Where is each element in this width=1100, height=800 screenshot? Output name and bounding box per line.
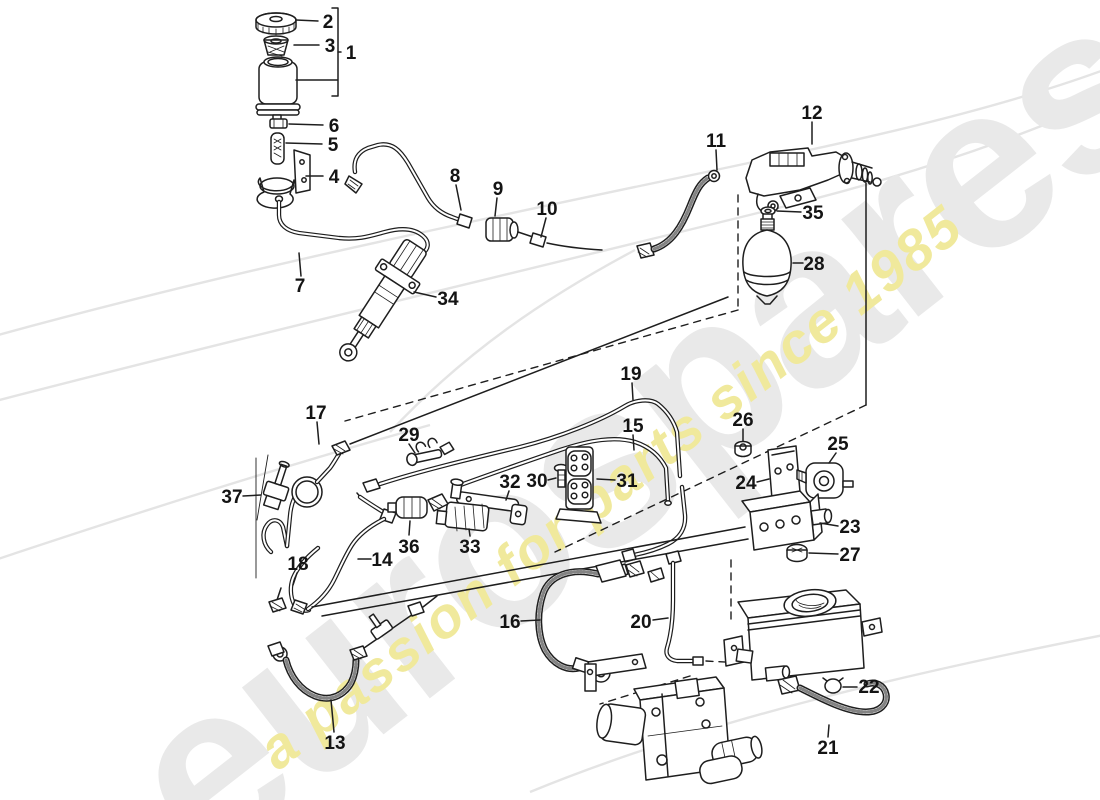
callout-label-26: 26	[732, 410, 753, 431]
part-fastener-29	[406, 437, 455, 467]
part-pipe-17	[261, 296, 729, 555]
part-hose-11	[636, 169, 721, 259]
part-reservoir-body	[255, 56, 301, 127]
callout-label-29: 29	[398, 425, 419, 446]
leader-lines	[242, 19, 858, 738]
swoosh-curve	[389, 248, 636, 433]
part-valve-25	[796, 462, 854, 499]
callout-label-16: 16	[499, 612, 520, 633]
callout-label-20: 20	[630, 612, 651, 633]
part-connector-33	[435, 501, 490, 532]
callout-label-36: 36	[398, 537, 419, 558]
callout-label-24: 24	[735, 473, 757, 494]
part-accumulator-28	[742, 213, 792, 305]
callout-label-18: 18	[287, 554, 308, 575]
callout-label-12: 12	[801, 103, 822, 124]
callout-label-31: 31	[616, 471, 638, 492]
part-pipe-7	[274, 195, 430, 257]
part-hydraulic-pump	[584, 653, 763, 785]
callout-label-33: 33	[459, 537, 480, 558]
part-bracket-4	[256, 149, 311, 209]
callout-label-13: 13	[324, 733, 345, 754]
callout-label-21: 21	[817, 738, 839, 759]
callout-label-10: 10	[536, 199, 557, 220]
callout-label-8: 8	[450, 166, 461, 187]
callout-label-15: 15	[622, 416, 644, 437]
callout-label-9: 9	[493, 179, 504, 200]
part-grommet-27	[786, 543, 808, 563]
part-pipe-20	[664, 550, 704, 666]
callout-label-17: 17	[305, 403, 326, 424]
callout-label-30: 30	[526, 471, 547, 492]
callout-label-19: 19	[620, 364, 641, 385]
swoosh-curve	[0, 99, 1100, 402]
part-coupler-9	[485, 217, 519, 242]
construction-lines	[255, 182, 867, 739]
part-slave-cylinder-12	[745, 147, 882, 214]
callout-label-2: 2	[323, 12, 334, 33]
part-clamp-31	[555, 446, 602, 524]
callout-label-1: 1	[346, 43, 357, 64]
callout-label-28: 28	[803, 254, 824, 275]
callout-label-32: 32	[499, 472, 520, 493]
callout-label-11: 11	[706, 131, 727, 152]
part-pipe-19	[362, 398, 688, 563]
callout-label-14: 14	[371, 550, 393, 571]
part-filter-5	[270, 132, 285, 165]
callout-label-27: 27	[839, 545, 860, 566]
part-clip-37	[262, 460, 290, 511]
callout-label-25: 25	[827, 434, 849, 455]
callout-label-7: 7	[295, 276, 306, 297]
part-hose-18	[288, 545, 321, 615]
callout-label-35: 35	[802, 203, 824, 224]
part-strainer	[263, 35, 289, 57]
part-distributor-block-23	[741, 490, 833, 551]
part-reservoir-cap	[255, 12, 297, 36]
part-coupler-36	[387, 493, 449, 519]
callout-label-5: 5	[328, 135, 339, 156]
part-hose-13	[267, 587, 438, 702]
part-pipe-8	[344, 142, 473, 229]
part-pipes-to-block	[311, 526, 749, 617]
part-hose-21	[777, 675, 890, 716]
part-pipe-10	[517, 231, 603, 251]
callout-label-22: 22	[858, 677, 879, 698]
callout-label-37: 37	[221, 487, 242, 508]
part-clamp-22	[822, 677, 844, 694]
callout-label-3: 3	[325, 36, 336, 57]
part-pipe-15	[452, 436, 672, 506]
callout-label-23: 23	[839, 517, 860, 538]
part-seal-35	[760, 206, 776, 216]
part-master-cylinder-34	[339, 239, 427, 362]
part-clamp-6	[269, 118, 288, 129]
swoosh-curve	[0, 70, 1100, 336]
callout-label-4: 4	[329, 167, 340, 188]
callout-label-6: 6	[329, 116, 340, 137]
callout-labels: 1 2 3 4 5 6 7 8 9 10 11 12 13 14 15 16 1…	[221, 12, 879, 759]
callout-label-34: 34	[437, 289, 459, 310]
part-nut-26	[734, 440, 752, 458]
part-reservoir-tank	[723, 588, 883, 682]
swoosh-curve	[0, 423, 431, 560]
